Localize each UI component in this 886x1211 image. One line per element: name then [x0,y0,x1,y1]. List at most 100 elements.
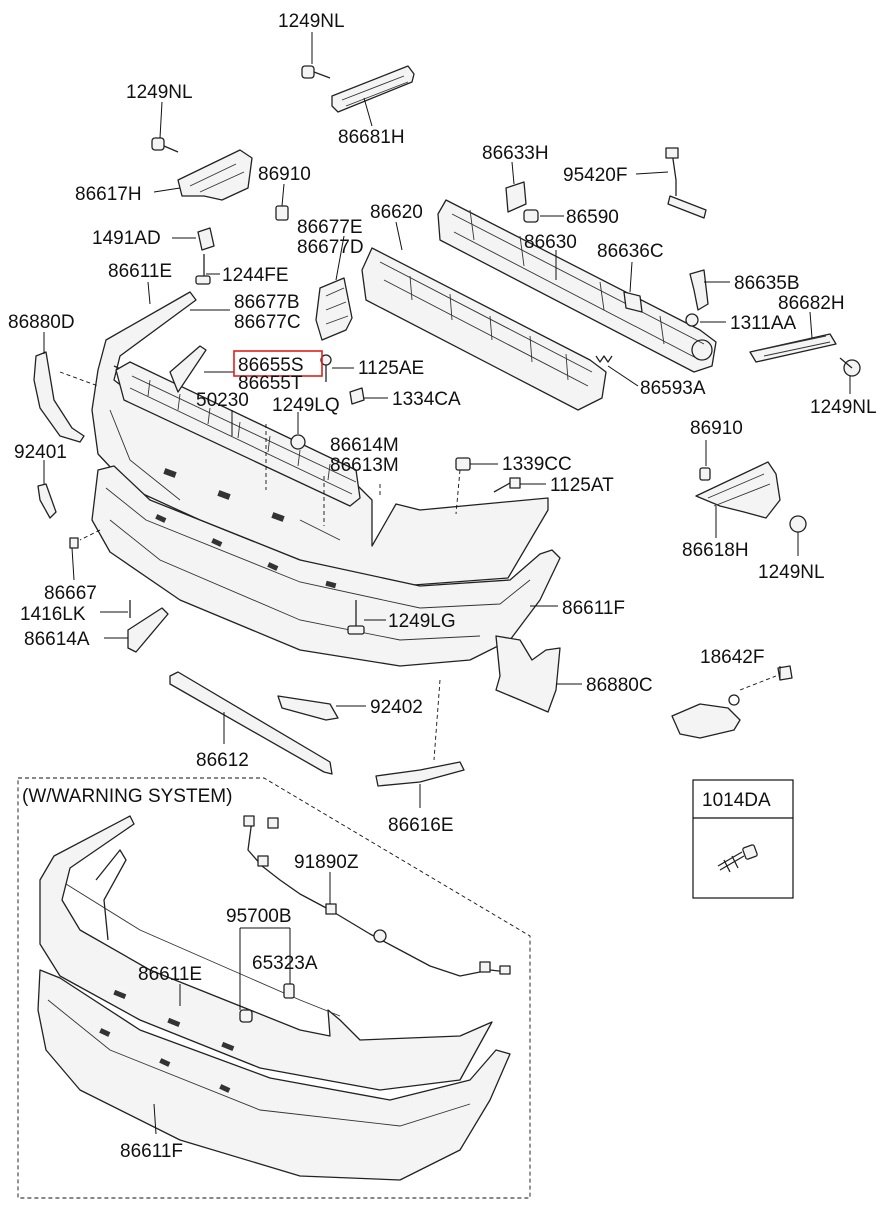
grille-50230 [115,361,361,507]
label-1249lg: 1249LG [388,611,456,632]
label-86910-right: 86910 [690,418,743,439]
garnish-86612 [169,671,333,775]
label-92402: 92402 [370,697,423,718]
label-86667: 86667 [44,583,97,604]
bracket-86682h [749,333,837,363]
label-1339cc: 1339CC [502,454,572,475]
label-86635b: 86635B [734,273,800,294]
clip-1249nl-right2 [789,515,807,533]
bracket-86655s [169,345,207,393]
label-95700b: 95700B [226,906,292,927]
bolt-1249nl-right [839,357,861,377]
label-1249nl-right2: 1249NL [758,562,825,583]
label-86655t: 86655T [238,373,303,394]
label-1249nl-top: 1249NL [278,11,345,32]
label-86611f: 86611F [562,598,625,619]
label-86630: 86630 [524,232,577,253]
mount-86880d [33,351,85,443]
label-86681h: 86681H [338,127,405,148]
bracket-86617h [177,149,253,201]
label-86633h: 86633H [482,143,549,164]
label-86677c: 86677C [234,312,301,333]
nut-1339cc [455,457,471,471]
reflector-92402 [277,695,339,721]
label-86611e-inset: 86611E [138,964,202,985]
label-50230: 50230 [196,390,249,411]
fastener-box-1014da [692,779,794,899]
reflector-92401 [37,483,57,519]
label-86590: 86590 [566,207,619,228]
label-86655s: 86655S [238,355,304,376]
label-1491ad: 1491AD [92,228,161,249]
label-1249nl-right: 1249NL [810,397,877,418]
clip-1249lq [290,434,306,450]
inset-bumper-cover [39,815,493,1091]
screw-1125ae [320,354,332,382]
mudguard-86880c [495,635,561,713]
bracket-86681h [331,65,415,113]
label-1334ca: 1334CA [392,389,461,410]
label-86593a: 86593A [640,378,706,399]
clip-1334ca [349,387,365,405]
bolt-1125at [493,477,521,493]
bracket-86633h [505,181,527,213]
inset-frame [17,777,531,1199]
leader-lines [43,32,851,1135]
bumper-lower-86611f [91,465,561,667]
bracket-86636c [623,291,643,313]
bracket-86618h [695,461,781,519]
rail-86630 [437,199,717,373]
label-1014da: 1014DA [702,790,771,811]
clip-86667 [69,537,79,549]
label-86616e: 86616E [388,815,454,836]
clip-86590 [523,209,539,223]
label-86682h: 86682H [778,293,845,314]
screw-1244fe [195,254,211,285]
label-1311aa: 1311AA [730,313,797,334]
label-86880d: 86880D [8,312,75,333]
label-86910-top: 86910 [258,164,311,185]
label-86880c: 86880C [586,675,653,696]
label-1125ae: 1125AE [358,358,424,379]
label-1249lq: 1249LQ [272,395,340,416]
label-95420f: 95420F [563,165,627,186]
label-92401: 92401 [14,442,67,463]
label-65323a: 65323A [252,953,318,974]
garnish-86616e [375,761,465,787]
clip-86593a [595,355,613,363]
label-86618h: 86618H [682,540,749,561]
label-86677d: 86677D [297,237,364,258]
label-86614a: 86614A [24,629,90,650]
nut-1311aa [685,313,699,327]
bolt-1249nl-top [301,65,331,79]
lamp-18642f [671,665,793,739]
label-1249nl-left: 1249NL [126,82,193,103]
label-86612: 86612 [196,750,249,771]
inset-title: (W/WARNING SYSTEM) [22,786,232,807]
highlight-box-86655s [233,350,323,377]
label-86677b: 86677B [234,292,300,313]
energy-absorber-86620 [361,247,607,411]
label-1244fe: 1244FE [222,265,289,286]
bracket-86635b [689,269,709,311]
label-86611e: 86611E [108,261,172,282]
bolt-icon [717,844,758,873]
sensor-95700b [239,1009,253,1023]
label-1416lk: 1416LK [20,604,86,625]
sensor-95420f [665,147,707,219]
bracket-65323a [283,983,295,999]
label-86677e: 86677E [297,217,363,238]
bolt-1249lg [347,600,365,635]
label-1125at: 1125AT [550,475,614,496]
clip-86910-top [275,205,289,221]
label-86617h: 86617H [75,184,142,205]
label-86636c: 86636C [597,241,664,262]
bolt-1249nl-left [151,137,179,153]
bracket-86614a [127,607,169,653]
part-labels: 1249NL 86681H 1249NL 86617H 86910 86633H… [8,11,877,1162]
label-86614m: 86614M [330,435,399,456]
label-86611f-inset: 86611F [120,1141,183,1162]
label-91890z: 91890Z [294,852,359,873]
label-18642f: 18642F [700,647,764,668]
